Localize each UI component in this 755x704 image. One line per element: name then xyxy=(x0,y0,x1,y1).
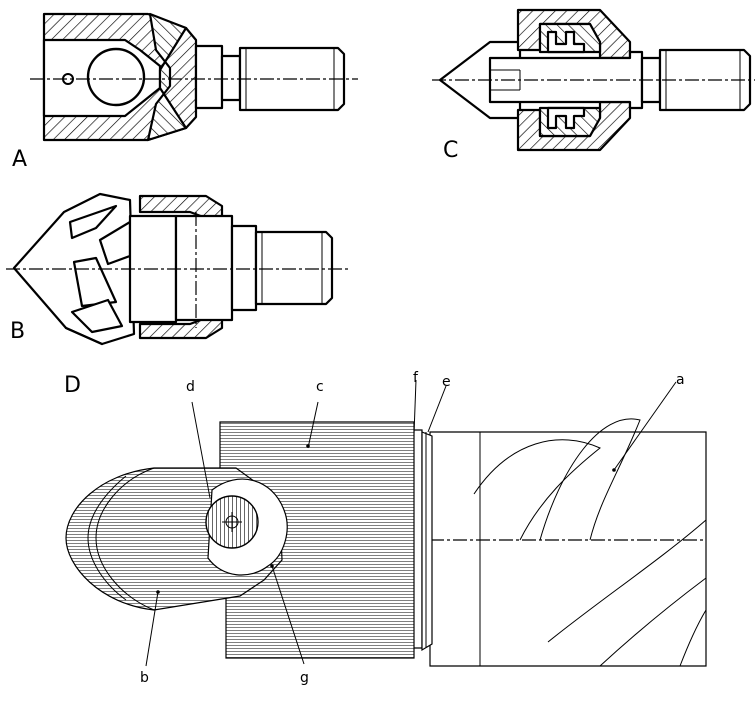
figure-b-neck xyxy=(230,224,258,312)
figure-c xyxy=(432,8,755,152)
figure-d-ring-e xyxy=(421,431,433,652)
part-label-b: b xyxy=(140,670,149,686)
part-label-g: g xyxy=(300,670,309,686)
label-a: A xyxy=(12,147,27,172)
figure-a-collar xyxy=(194,44,224,110)
figure-b-shank xyxy=(254,230,334,306)
part-label-a: a xyxy=(676,372,685,388)
figure-d xyxy=(65,379,707,667)
label-b: B xyxy=(10,319,25,344)
part-label-e: e xyxy=(442,374,451,390)
figure-b-clamp-top xyxy=(138,194,224,220)
part-label-f: f xyxy=(413,370,419,386)
part-label-c: c xyxy=(316,379,324,395)
figure-a xyxy=(30,12,358,142)
figure-a-neck xyxy=(220,54,242,102)
figure-d-drill-body xyxy=(429,431,707,667)
figure-a-ball xyxy=(86,47,146,107)
label-d: D xyxy=(64,373,81,398)
label-c: C xyxy=(443,138,458,163)
figure-a-blade xyxy=(146,12,188,142)
part-label-d: d xyxy=(186,379,195,395)
figure-b xyxy=(6,192,350,346)
